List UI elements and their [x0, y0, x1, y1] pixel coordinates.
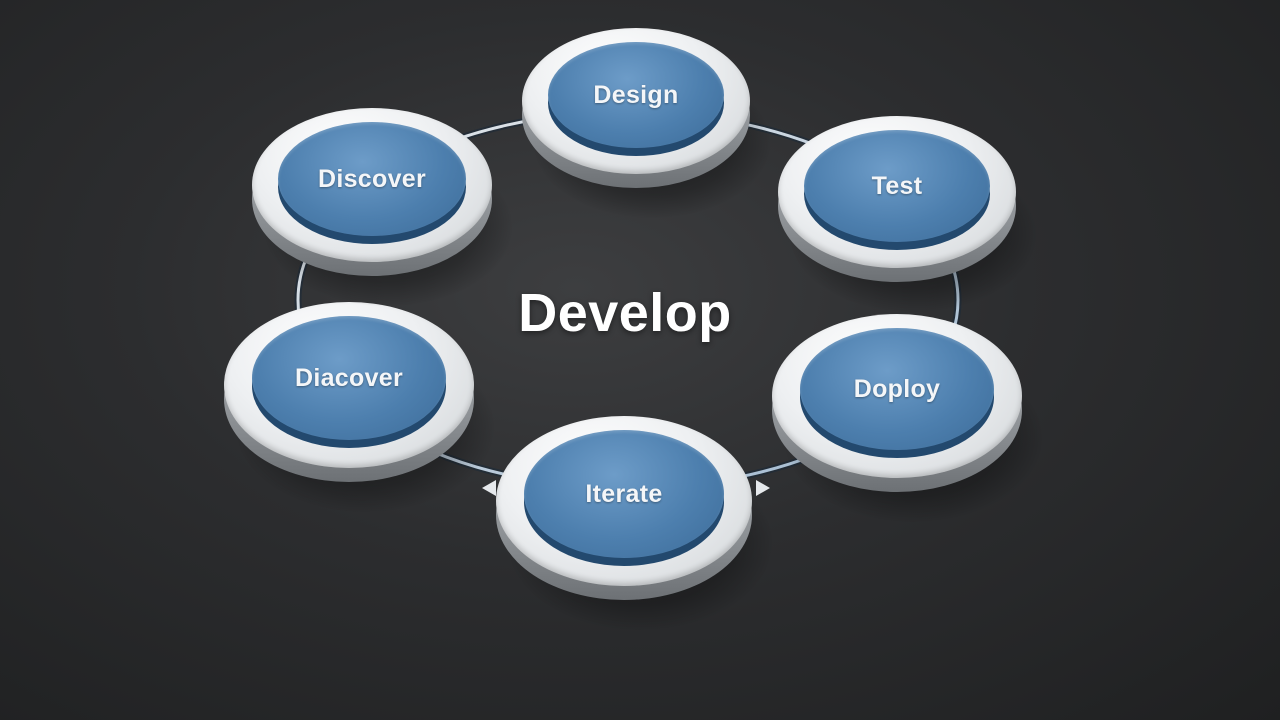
stage-label-test: Test	[871, 171, 923, 200]
stage-button-discover[interactable]: Discover	[278, 122, 466, 236]
stage-label-diacover: Diacover	[294, 363, 403, 392]
stage-label-discover: Discover	[317, 164, 426, 193]
center-title: Develop	[518, 283, 732, 343]
stage-button-iterate[interactable]: Iterate	[524, 430, 724, 558]
stage-node-deploy[interactable]: Doploy	[772, 314, 1042, 522]
arrow-head-icon	[482, 480, 496, 496]
stage-label-design: Design	[593, 80, 679, 109]
arrow-head-icon	[756, 480, 770, 496]
stage-label-iterate: Iterate	[585, 479, 663, 508]
stage-node-discover[interactable]: Discover	[252, 108, 512, 306]
stage-node-design[interactable]: Design	[522, 28, 770, 218]
stage-node-test[interactable]: Test	[778, 116, 1036, 312]
stage-button-diacover[interactable]: Diacover	[252, 316, 446, 440]
stage-label-deploy: Doploy	[853, 374, 941, 403]
stage-node-iterate[interactable]: Iterate	[496, 416, 772, 630]
stage-button-deploy[interactable]: Doploy	[800, 328, 994, 450]
stage-node-diacover[interactable]: Diacover	[224, 302, 494, 512]
stage-button-test[interactable]: Test	[804, 130, 990, 242]
stage-button-design[interactable]: Design	[548, 42, 724, 148]
